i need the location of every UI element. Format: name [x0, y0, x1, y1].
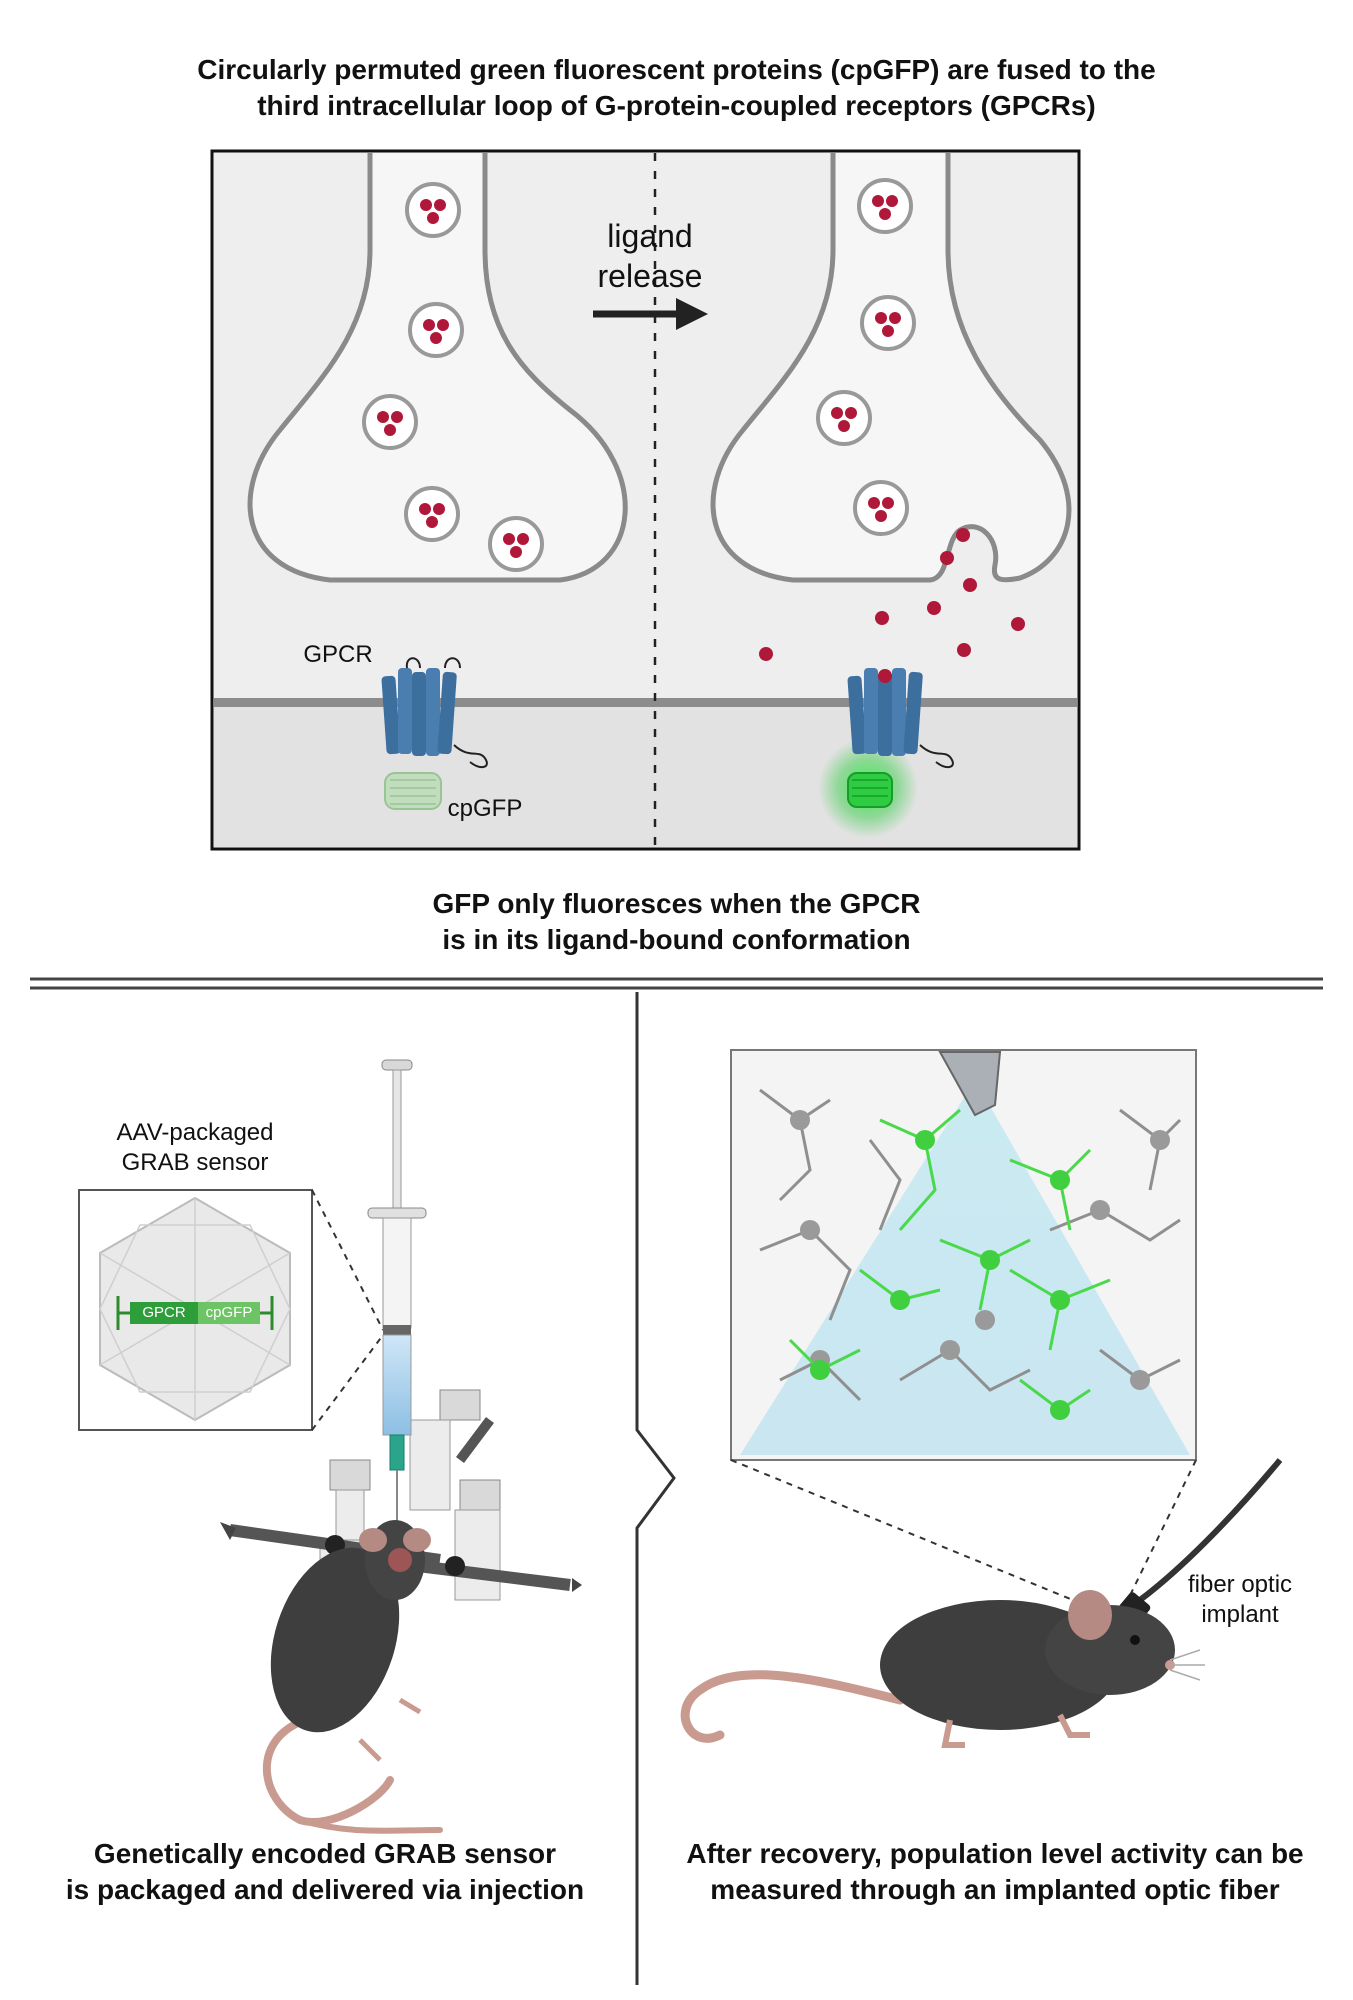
presynaptic-terminal-left — [247, 153, 628, 583]
gpcr-label: GPCR — [303, 641, 373, 668]
injection-caption-line-2: is packaged and delivered via injection — [65, 1874, 585, 1905]
mouse-injection — [262, 1520, 443, 1834]
fiber-tip — [938, 1051, 1002, 1117]
released-ligand — [759, 528, 1025, 661]
title-line-2: third intracellular loop of G-protein-co… — [257, 90, 1096, 121]
aav-inset — [78, 1189, 313, 1431]
panel-divider-vertical — [635, 992, 676, 1985]
fiber-label-line-2: implant — [1201, 1601, 1279, 1628]
gpcr-left — [381, 657, 488, 810]
vesicles-left — [362, 182, 544, 572]
mouse-recording — [680, 1590, 1205, 1748]
vesicles-right — [816, 178, 916, 536]
construct-gpcr-label: GPCR — [142, 1304, 186, 1321]
title-line-1: Circularly permuted green fluorescent pr… — [197, 54, 1156, 85]
fluorescence-caption-line-1: GFP only fluoresces when the GPCR — [432, 888, 921, 919]
postsynaptic-membrane — [214, 698, 1077, 707]
light-cone — [740, 1080, 1190, 1455]
brain-inset — [730, 1049, 1197, 1461]
synapse-panel — [210, 149, 1081, 851]
aav-label-line-2: GRAB sensor — [121, 1149, 269, 1176]
release-arrow — [593, 298, 708, 330]
gpcr-right — [818, 668, 954, 838]
fiber-cable — [1138, 1458, 1283, 1603]
recording-caption-line-1: After recovery, population level activit… — [686, 1838, 1304, 1869]
fluorescence-caption-line-2: is in its ligand-bound conformation — [442, 924, 911, 955]
cpgfp-label: cpGFP — [447, 795, 523, 822]
construct-cpgfp-label: cpGFP — [205, 1304, 253, 1321]
construct-gpcr-segment — [130, 1302, 198, 1324]
syringe — [367, 1059, 427, 1545]
construct-cpgfp-segment — [198, 1302, 260, 1324]
fiber-label-line-1: fiber optic — [1187, 1571, 1293, 1598]
presynaptic-terminal-right — [710, 153, 1072, 583]
recording-caption-line-2: measured through an implanted optic fibe… — [710, 1874, 1280, 1905]
aav-label-line-1: AAV-packaged — [116, 1119, 274, 1146]
arrow-label-line-1: ligand — [607, 218, 693, 254]
arrow-label-line-2: release — [597, 258, 703, 294]
injection-caption-line-1: Genetically encoded GRAB sensor — [93, 1838, 557, 1869]
